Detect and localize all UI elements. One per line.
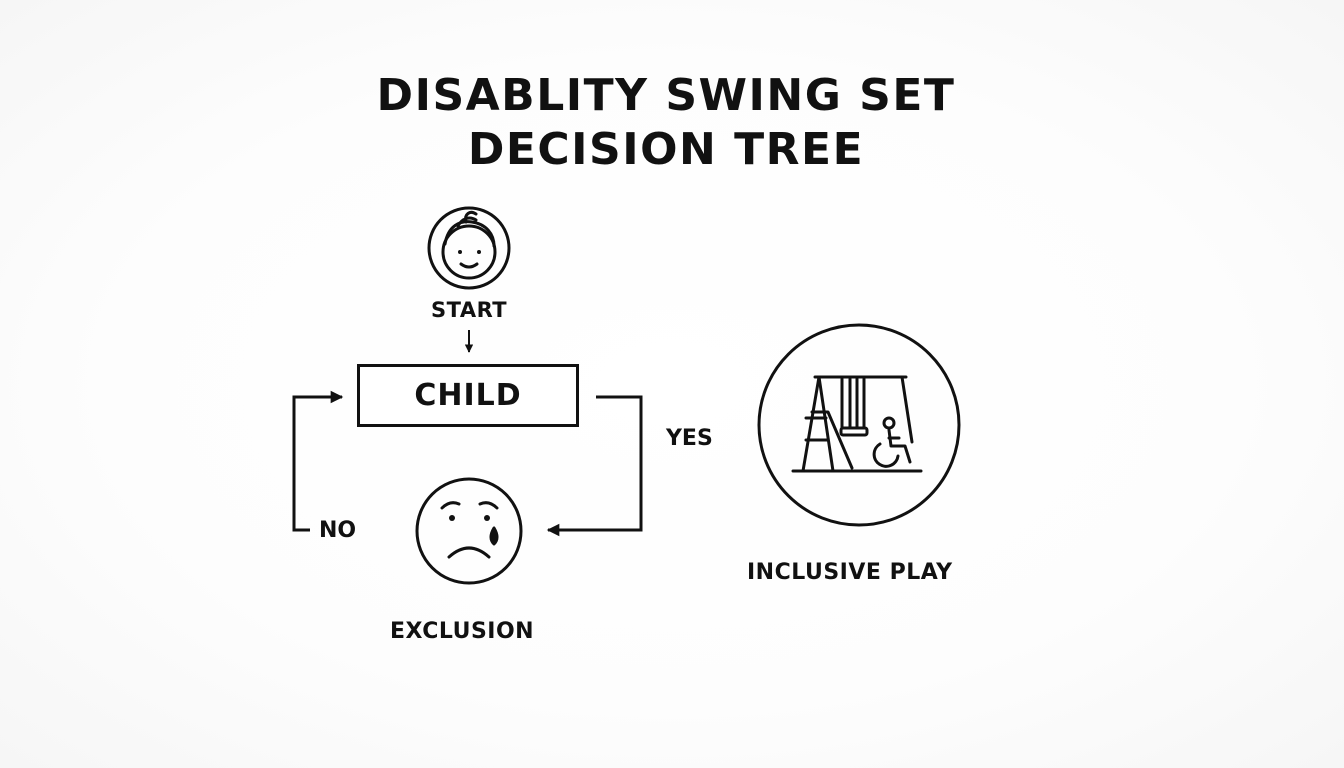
exclusion-label: EXCLUSION xyxy=(390,619,535,644)
start-label: START xyxy=(431,298,508,322)
no-connector xyxy=(292,390,344,532)
diagram-title-line-2: DECISION TREE xyxy=(467,124,865,175)
child-face-icon xyxy=(427,206,511,290)
yes-connector xyxy=(546,395,643,537)
decision-node-child: CHILD xyxy=(357,364,579,427)
crying-face-icon xyxy=(415,477,523,585)
no-label: NO xyxy=(319,518,357,543)
accessible-swing-set-icon xyxy=(757,323,961,527)
inclusive-play-label: INCLUSIVE PLAY xyxy=(747,560,953,585)
diagram-title-line-1: DISABLITY SWING SET xyxy=(376,70,956,121)
yes-label: YES xyxy=(666,426,713,451)
